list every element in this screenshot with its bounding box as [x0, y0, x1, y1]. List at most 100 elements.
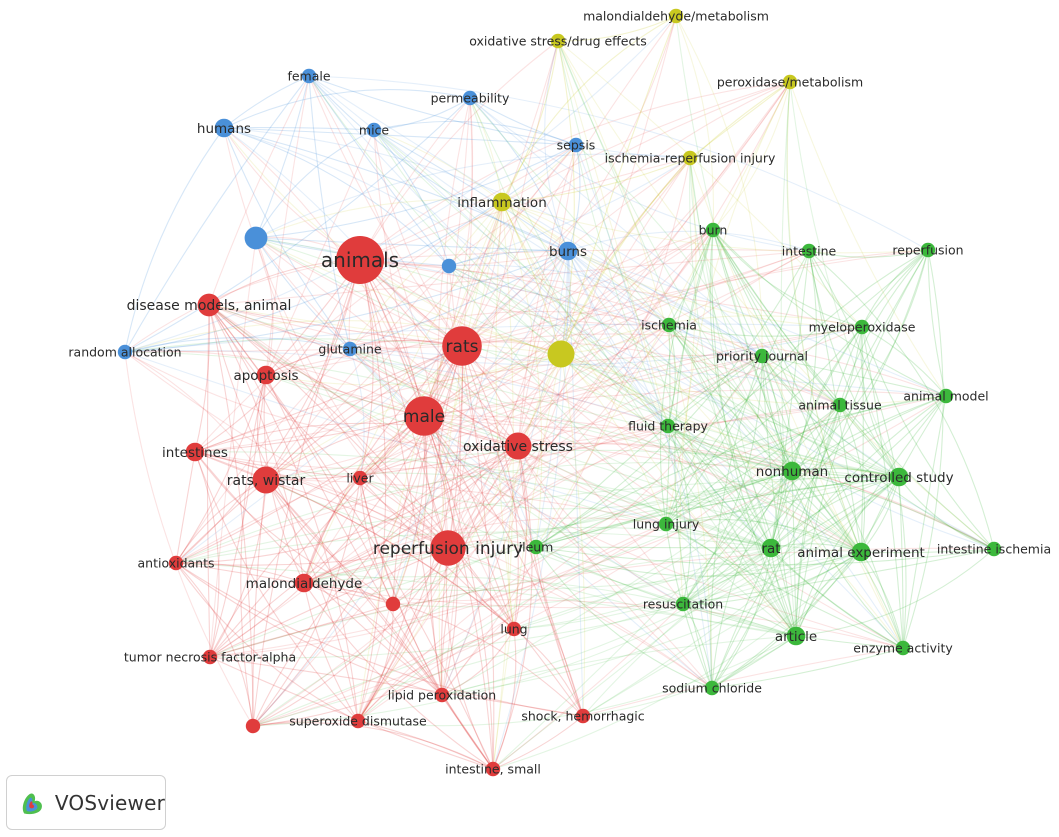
- network-edge: [423, 157, 691, 417]
- vosviewer-badge[interactable]: VOSviewer: [6, 775, 166, 830]
- network-edge: [582, 476, 900, 717]
- network-node[interactable]: [434, 687, 450, 703]
- network-node[interactable]: [705, 222, 721, 238]
- network-node[interactable]: [558, 241, 578, 261]
- network-node[interactable]: [889, 467, 909, 487]
- network-node[interactable]: [252, 466, 280, 494]
- network-node[interactable]: [430, 530, 466, 566]
- network-edge: [430, 345, 463, 696]
- network-edge: [448, 265, 772, 549]
- network-node[interactable]: [986, 541, 1002, 557]
- node-label: animals: [321, 248, 399, 272]
- network-node[interactable]: [851, 542, 871, 562]
- network-node[interactable]: [682, 150, 698, 166]
- network-node[interactable]: [442, 326, 482, 366]
- network-node[interactable]: [202, 649, 218, 665]
- network-node[interactable]: [350, 713, 366, 729]
- network-node[interactable]: [352, 470, 368, 486]
- network-node[interactable]: [168, 555, 184, 571]
- network-edge: [770, 249, 929, 549]
- network-edge: [665, 404, 841, 525]
- network-node[interactable]: [462, 90, 478, 106]
- network-node[interactable]: [895, 640, 911, 656]
- network-edge: [124, 323, 863, 353]
- network-node[interactable]: [661, 317, 677, 333]
- network-node[interactable]: [404, 396, 444, 436]
- network-node[interactable]: [528, 539, 544, 555]
- network-edge: [359, 259, 797, 637]
- network-edge: [712, 229, 900, 478]
- network-node[interactable]: [256, 365, 276, 385]
- network-node[interactable]: [506, 621, 522, 637]
- network-edge: [308, 75, 450, 267]
- network-node[interactable]: [485, 761, 501, 777]
- network-edge: [209, 445, 519, 658]
- network-node[interactable]: [244, 226, 268, 250]
- network-node[interactable]: [660, 418, 676, 434]
- network-node[interactable]: [668, 8, 684, 24]
- network-node[interactable]: [782, 461, 802, 481]
- network-node[interactable]: [675, 596, 691, 612]
- network-edge: [438, 201, 503, 696]
- network-edge: [359, 81, 791, 261]
- network-edge: [501, 201, 841, 406]
- network-node[interactable]: [385, 596, 401, 612]
- network-node[interactable]: [782, 74, 798, 90]
- network-node[interactable]: [441, 258, 457, 274]
- network-edge: [665, 250, 810, 525]
- network-edge: [665, 157, 697, 525]
- network-edge: [252, 345, 463, 727]
- network-edge: [447, 81, 791, 549]
- network-edge: [711, 229, 797, 637]
- network-edge: [252, 470, 793, 727]
- network-node[interactable]: [117, 344, 133, 360]
- network-edge: [392, 547, 772, 608]
- network-edge: [682, 551, 862, 605]
- network-node[interactable]: [801, 243, 817, 259]
- network-node[interactable]: [761, 538, 781, 558]
- network-node[interactable]: [938, 388, 954, 404]
- network-node[interactable]: [854, 319, 870, 335]
- network-node[interactable]: [185, 442, 205, 462]
- network-node[interactable]: [245, 718, 261, 734]
- network-edge: [124, 250, 569, 353]
- network-node[interactable]: [658, 516, 674, 532]
- network-node[interactable]: [342, 341, 358, 357]
- network-node[interactable]: [294, 573, 314, 593]
- network-edge: [770, 395, 947, 549]
- network-edge: [194, 451, 359, 722]
- network-edge: [682, 603, 797, 637]
- network-node[interactable]: [754, 348, 770, 364]
- network-node[interactable]: [336, 236, 384, 284]
- network-node[interactable]: [504, 432, 532, 460]
- network-edge: [265, 449, 900, 481]
- network-node[interactable]: [214, 118, 234, 138]
- network-node[interactable]: [568, 137, 584, 153]
- network-node[interactable]: [492, 192, 512, 212]
- network-node[interactable]: [832, 397, 848, 413]
- network-node[interactable]: [704, 680, 720, 696]
- network-node[interactable]: [786, 626, 806, 646]
- network-edge: [461, 345, 495, 770]
- network-edge: [665, 470, 793, 525]
- network-node[interactable]: [197, 293, 221, 317]
- network-edge: [175, 479, 267, 564]
- network-node[interactable]: [920, 242, 936, 258]
- network-edge: [308, 75, 669, 427]
- network-node[interactable]: [301, 68, 317, 84]
- network-edge: [208, 304, 359, 722]
- network-edge: [535, 250, 569, 548]
- network-edge: [303, 345, 463, 584]
- network-edge: [255, 237, 763, 357]
- network-edge: [544, 40, 569, 252]
- network-edge: [223, 127, 763, 357]
- network-edge: [255, 153, 691, 239]
- network-edge: [861, 249, 929, 328]
- network-node[interactable]: [366, 122, 382, 138]
- network-node[interactable]: [550, 33, 566, 49]
- network-node[interactable]: [547, 340, 575, 368]
- network-edge: [682, 603, 713, 689]
- network-edge: [255, 237, 449, 549]
- network-node[interactable]: [575, 708, 591, 724]
